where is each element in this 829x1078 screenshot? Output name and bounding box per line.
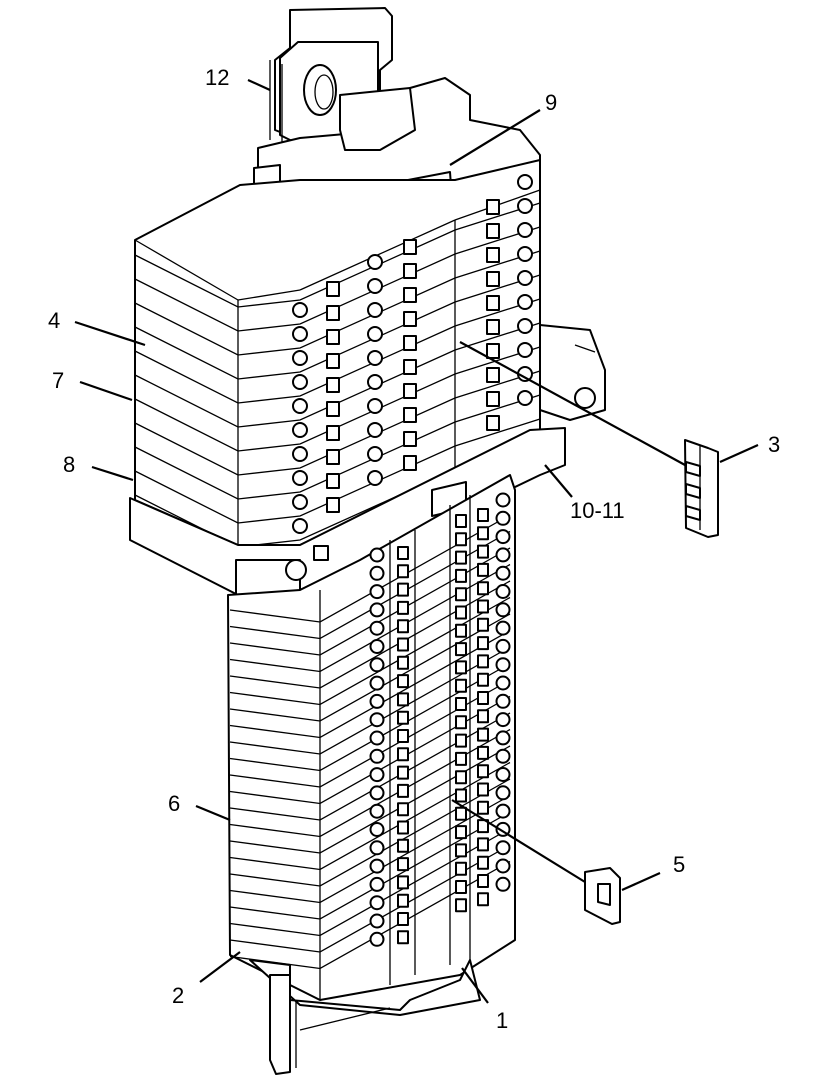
- callout-7: 7: [52, 368, 64, 393]
- leader-3: [719, 443, 759, 464]
- callout-6: 6: [168, 791, 180, 816]
- leader-10-11: [544, 464, 573, 498]
- leader-9: [449, 109, 541, 166]
- callout-labels: 12 9 4 7 8 3 10-11 6 5 2 1: [48, 65, 780, 1033]
- callout-1: 1: [496, 1008, 508, 1033]
- upper-stack-terminals: [292, 174, 533, 534]
- leader-8: [91, 465, 134, 482]
- leader-5-target: [451, 799, 586, 883]
- comb-jumper-part: [684, 439, 719, 538]
- callout-2: 2: [172, 983, 184, 1008]
- leader-4: [74, 320, 146, 347]
- callout-10-11: 10-11: [570, 498, 625, 523]
- callout-9: 9: [545, 90, 557, 115]
- leader-12: [247, 78, 271, 92]
- leader-5: [621, 871, 661, 892]
- leader-2: [199, 951, 241, 983]
- callout-12: 12: [205, 65, 229, 90]
- callout-8: 8: [63, 452, 75, 477]
- leader-6: [195, 804, 231, 822]
- leader-3-target: [459, 341, 686, 466]
- bridge-jumper-part: [584, 867, 621, 925]
- leader-1: [461, 967, 489, 1004]
- din-rail-end: [249, 959, 481, 1075]
- leader-7: [79, 380, 133, 402]
- side-mounting-plate: [539, 324, 606, 421]
- callout-3: 3: [768, 432, 780, 457]
- lower-stack-terminals: [369, 492, 511, 947]
- callout-4: 4: [48, 308, 60, 333]
- lower-stack-layer-lines: [229, 514, 511, 970]
- callout-5: 5: [673, 852, 685, 877]
- leader-lines: [74, 78, 759, 1004]
